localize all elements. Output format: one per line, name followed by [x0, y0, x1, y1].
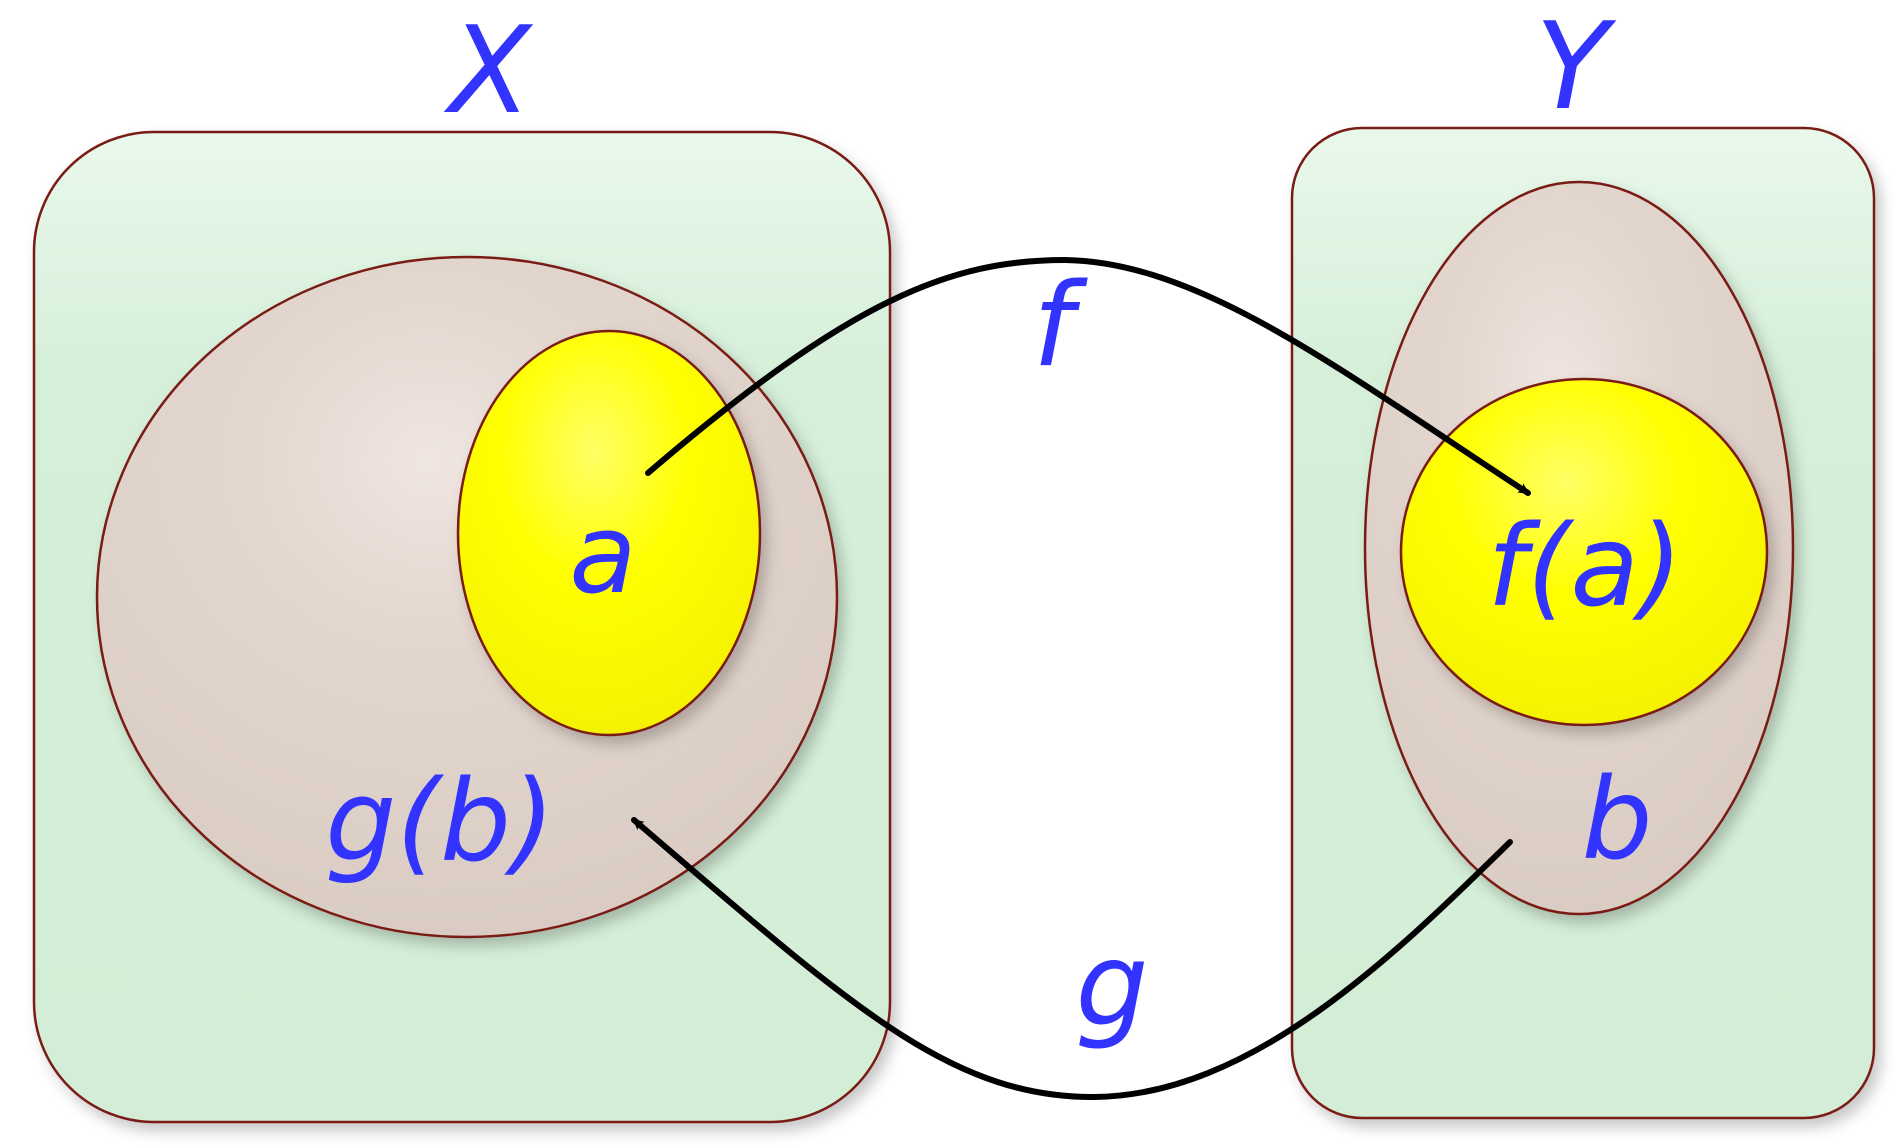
- subset-b-label: b: [1581, 755, 1652, 885]
- image-f-a-label: f(a): [1487, 502, 1682, 632]
- set-x: [32, 130, 892, 1124]
- set-y-subset-region: [1399, 377, 1769, 727]
- arrow-f-label: f: [1033, 259, 1088, 393]
- set-y: [1290, 126, 1876, 1120]
- arrow-f: [645, 256, 1531, 496]
- set-x-label: X: [443, 2, 534, 141]
- set-y-label: Y: [1535, 0, 1617, 137]
- subset-a-label: a: [569, 490, 636, 618]
- image-g-b-label: g(b): [325, 757, 555, 887]
- arrow-g-label: g: [1076, 919, 1149, 1053]
- set-x-subset-region: [456, 329, 762, 737]
- arrow-g: [631, 817, 1513, 1101]
